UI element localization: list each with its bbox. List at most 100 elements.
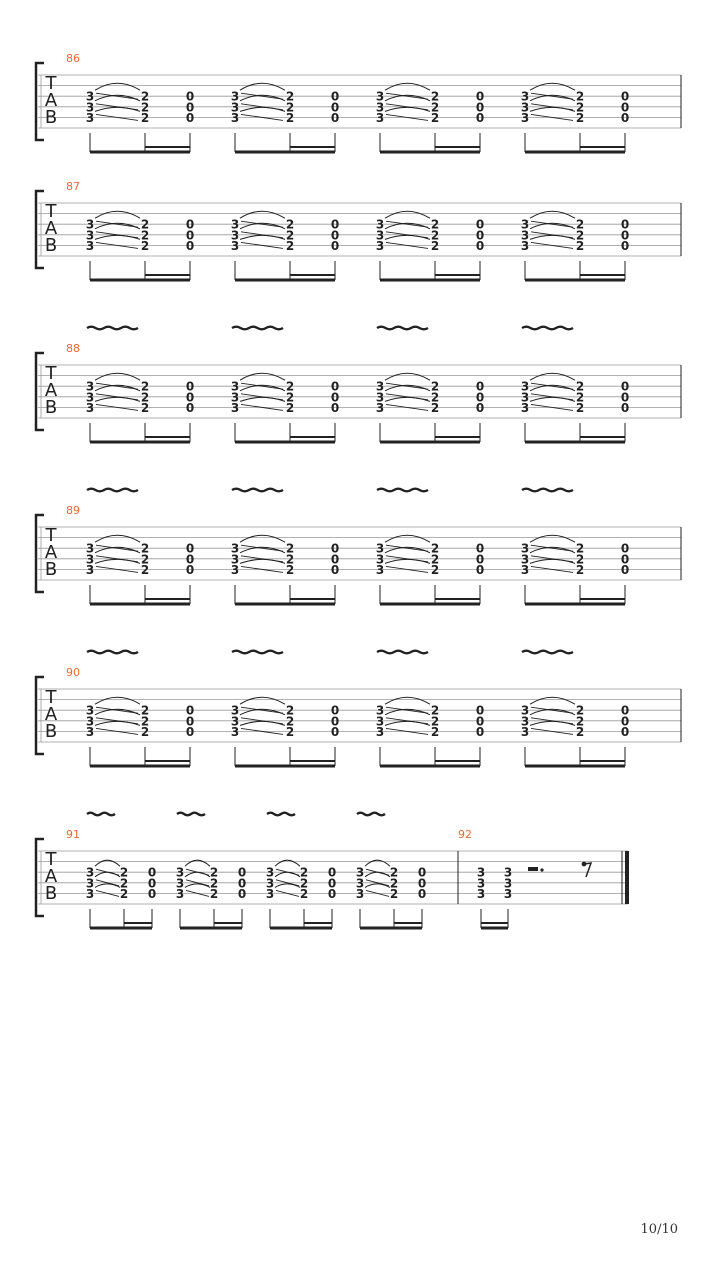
slide-line — [185, 889, 210, 897]
fret-number: 0 — [238, 876, 246, 890]
tab-clef-letter: T — [45, 363, 58, 384]
fret-number: 2 — [141, 563, 149, 577]
slide-line — [385, 92, 429, 100]
measure-number: 87 — [66, 180, 80, 193]
vibrato-mark — [176, 811, 206, 817]
tab-clef-letter: B — [45, 883, 57, 904]
tab-clef-letter: B — [45, 107, 57, 128]
fret-number: 2 — [286, 725, 294, 739]
slide-line — [275, 889, 300, 897]
fret-number: 3 — [231, 111, 239, 125]
fret-number: 3 — [504, 876, 512, 890]
fret-number: 3 — [477, 887, 485, 901]
fret-number: 2 — [141, 552, 149, 566]
fret-number: 2 — [576, 542, 584, 556]
measure-number: 92 — [458, 828, 472, 841]
slide-line — [240, 92, 284, 100]
slide-line — [95, 717, 139, 725]
fret-number: 0 — [186, 111, 194, 125]
slide-line — [95, 92, 139, 100]
vibrato-mark — [86, 649, 139, 655]
fret-number: 3 — [86, 239, 94, 253]
slide-line — [385, 555, 429, 563]
fret-number: 3 — [86, 228, 94, 242]
fret-number: 3 — [521, 90, 529, 104]
fret-number: 0 — [621, 401, 629, 415]
fret-number: 0 — [621, 218, 629, 232]
fret-number: 2 — [286, 380, 294, 394]
fret-number: 0 — [621, 725, 629, 739]
system-bracket — [34, 513, 44, 594]
slide-line — [385, 717, 429, 725]
slur — [384, 558, 431, 564]
fret-number: 2 — [286, 228, 294, 242]
fret-number: 0 — [476, 100, 484, 114]
fret-number: 0 — [186, 218, 194, 232]
slur — [239, 234, 286, 240]
fret-number: 3 — [231, 239, 239, 253]
tab-clef-letter: T — [45, 73, 58, 94]
vibrato-mark — [376, 649, 429, 655]
slide-line — [530, 220, 574, 228]
slide-line — [95, 393, 139, 401]
fret-number: 2 — [576, 239, 584, 253]
slide-line — [95, 706, 139, 714]
slur — [239, 558, 286, 564]
fret-number: 2 — [141, 239, 149, 253]
fret-number: 3 — [477, 876, 485, 890]
fret-number: 0 — [476, 542, 484, 556]
slide-line — [95, 889, 120, 897]
fret-number: 0 — [621, 228, 629, 242]
fret-number: 3 — [86, 714, 94, 728]
fret-number: 2 — [431, 552, 439, 566]
fret-number: 0 — [418, 866, 426, 880]
vibrato-mark — [231, 487, 284, 493]
slur — [184, 859, 211, 867]
fret-number: 0 — [186, 552, 194, 566]
fret-number: 2 — [286, 714, 294, 728]
fret-number: 3 — [521, 401, 529, 415]
slide-line — [95, 403, 139, 411]
fret-number: 0 — [621, 563, 629, 577]
slide-line — [95, 241, 139, 249]
fret-number: 0 — [148, 876, 156, 890]
slide-line — [185, 868, 210, 876]
fret-number: 3 — [521, 111, 529, 125]
fret-number: 0 — [621, 380, 629, 394]
fret-number: 3 — [477, 866, 485, 880]
fret-number: 3 — [521, 552, 529, 566]
slide-line — [95, 727, 139, 735]
fret-number: 3 — [86, 542, 94, 556]
slide-line — [240, 393, 284, 401]
fret-number: 2 — [141, 380, 149, 394]
slide-line — [530, 103, 574, 111]
fret-number: 2 — [431, 563, 439, 577]
fret-number: 3 — [521, 380, 529, 394]
tab-clef-letter: T — [45, 849, 58, 870]
fret-number: 0 — [621, 552, 629, 566]
fret-number: 2 — [431, 714, 439, 728]
measure-number: 88 — [66, 342, 80, 355]
slide-line — [275, 868, 300, 876]
fret-number: 2 — [431, 380, 439, 394]
slide-line — [95, 113, 139, 121]
slur — [384, 534, 431, 543]
fret-number: 2 — [141, 542, 149, 556]
fret-number: 0 — [186, 228, 194, 242]
slide-line — [385, 544, 429, 552]
slur — [94, 558, 141, 564]
fret-number: 2 — [141, 704, 149, 718]
fret-number: 3 — [86, 704, 94, 718]
slide-line — [275, 879, 300, 887]
tab-clef-letter: A — [45, 380, 58, 401]
fret-number: 3 — [86, 100, 94, 114]
fret-number: 2 — [576, 563, 584, 577]
slide-line — [530, 544, 574, 552]
fret-number: 2 — [576, 552, 584, 566]
slur — [94, 883, 121, 888]
fret-number: 3 — [376, 725, 384, 739]
fret-number: 3 — [86, 866, 94, 880]
tab-clef-letter: A — [45, 704, 58, 725]
slur — [274, 883, 301, 888]
